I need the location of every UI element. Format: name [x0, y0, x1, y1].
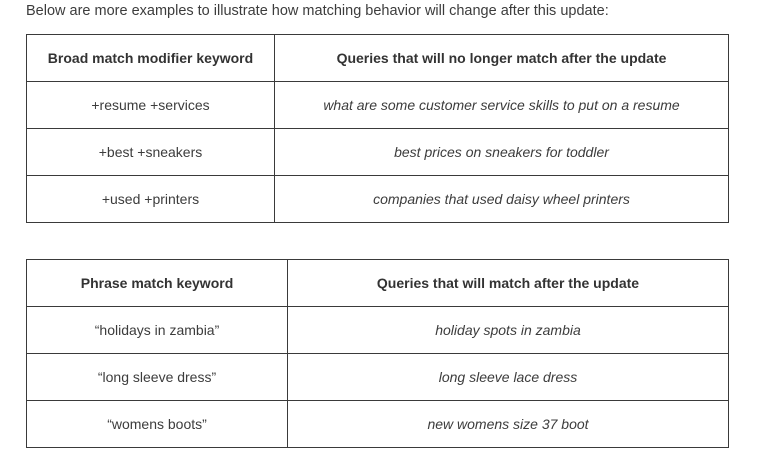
- table-row: +resume +services what are some customer…: [26, 81, 729, 129]
- column-header-queries: Queries that will match after the update: [287, 259, 729, 307]
- keyword-cell: “womens boots”: [26, 400, 288, 448]
- intro-text: Below are more examples to illustrate ho…: [26, 3, 609, 19]
- broad-match-examples-table: Broad match modifier keyword Queries tha…: [26, 34, 729, 223]
- table-row: “long sleeve dress” long sleeve lace dre…: [26, 353, 729, 401]
- table-header-row: Broad match modifier keyword Queries tha…: [26, 34, 729, 82]
- column-header-keyword: Phrase match keyword: [26, 259, 288, 307]
- column-header-queries: Queries that will no longer match after …: [274, 34, 729, 82]
- column-header-keyword: Broad match modifier keyword: [26, 34, 275, 82]
- query-cell: best prices on sneakers for toddler: [274, 128, 729, 176]
- query-cell: companies that used daisy wheel printers: [274, 175, 729, 223]
- keyword-cell: “long sleeve dress”: [26, 353, 288, 401]
- phrase-match-examples-table: Phrase match keyword Queries that will m…: [26, 259, 729, 448]
- query-cell: new womens size 37 boot: [287, 400, 729, 448]
- query-cell: long sleeve lace dress: [287, 353, 729, 401]
- query-cell: what are some customer service skills to…: [274, 81, 729, 129]
- keyword-cell: +best +sneakers: [26, 128, 275, 176]
- table-row: +used +printers companies that used dais…: [26, 175, 729, 223]
- keyword-cell: +resume +services: [26, 81, 275, 129]
- keyword-cell: +used +printers: [26, 175, 275, 223]
- table-row: “womens boots” new womens size 37 boot: [26, 400, 729, 448]
- table-header-row: Phrase match keyword Queries that will m…: [26, 259, 729, 307]
- query-cell: holiday spots in zambia: [287, 306, 729, 354]
- keyword-cell: “holidays in zambia”: [26, 306, 288, 354]
- table-row: +best +sneakers best prices on sneakers …: [26, 128, 729, 176]
- table-row: “holidays in zambia” holiday spots in za…: [26, 306, 729, 354]
